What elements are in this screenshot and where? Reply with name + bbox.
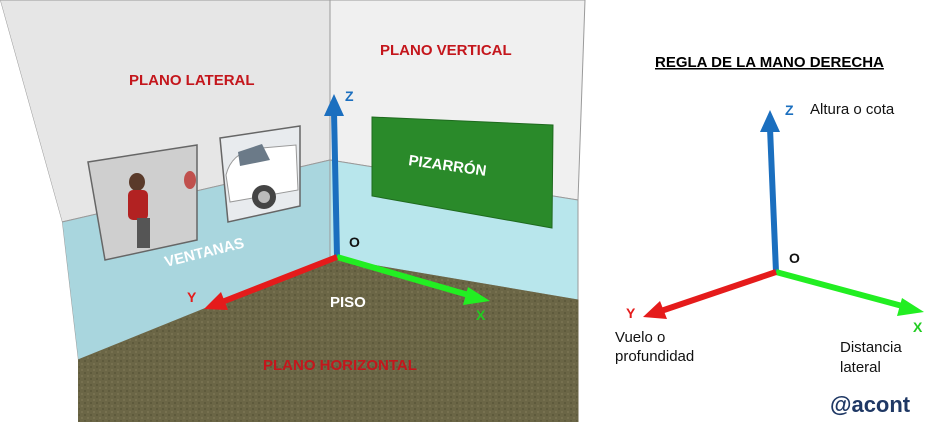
y-axis-description-line2: profundidad (615, 348, 694, 365)
rule-axis-x-label: X (913, 319, 923, 335)
x-axis-description-line2: lateral (840, 359, 881, 376)
right-hand-rule: REGLA DE LA MANO DERECHA O Z X Y Altura … (615, 54, 924, 376)
rule-axis-z (767, 127, 779, 273)
room-origin-label: O (349, 234, 360, 250)
rule-axis-y-arrowhead (643, 301, 667, 319)
x-axis-description-line1: Distancia (840, 339, 902, 356)
rule-axis-y (660, 269, 777, 314)
z-axis-description: Altura o cota (810, 101, 895, 118)
room-axis-z-arrowhead (324, 94, 344, 116)
rule-origin-label: O (789, 250, 800, 266)
rule-axis-y-label: Y (626, 305, 636, 321)
room-axis-x-label: X (476, 307, 486, 323)
room-axis-x (336, 254, 473, 299)
left-edge-wall (0, 0, 78, 422)
author-watermark: @acont (830, 392, 911, 417)
room-axis-y-arrowhead (204, 292, 228, 310)
rule-axis-z-arrowhead (760, 110, 780, 132)
floor-label: PISO (330, 294, 366, 311)
window-picture-person (87, 144, 198, 261)
floor-plane (77, 257, 579, 422)
rule-axis-x-arrowhead (897, 298, 924, 316)
board (371, 116, 554, 229)
horizontal-plane-label: PLANO HORIZONTAL (263, 357, 417, 374)
rule-title: REGLA DE LA MANO DERECHA (655, 54, 884, 71)
y-axis-description-line1: Vuelo o (615, 329, 665, 346)
room-axis-y (220, 254, 339, 305)
lateral-plane-label: PLANO LATERAL (129, 72, 255, 89)
vertical-plane-label: PLANO VERTICAL (380, 42, 512, 59)
room-axis-z (331, 111, 340, 258)
room-illustration: PLANO LATERAL PLANO VERTICAL PLANO HORIZ… (0, 0, 586, 422)
room-axis-z-label: Z (345, 88, 354, 104)
rule-axis-x (775, 269, 907, 310)
rule-axis-z-label: Z (785, 102, 794, 118)
window-picture-car (219, 125, 301, 223)
room-axis-x-arrowhead (463, 287, 490, 305)
room-axis-y-label: Y (187, 289, 197, 305)
